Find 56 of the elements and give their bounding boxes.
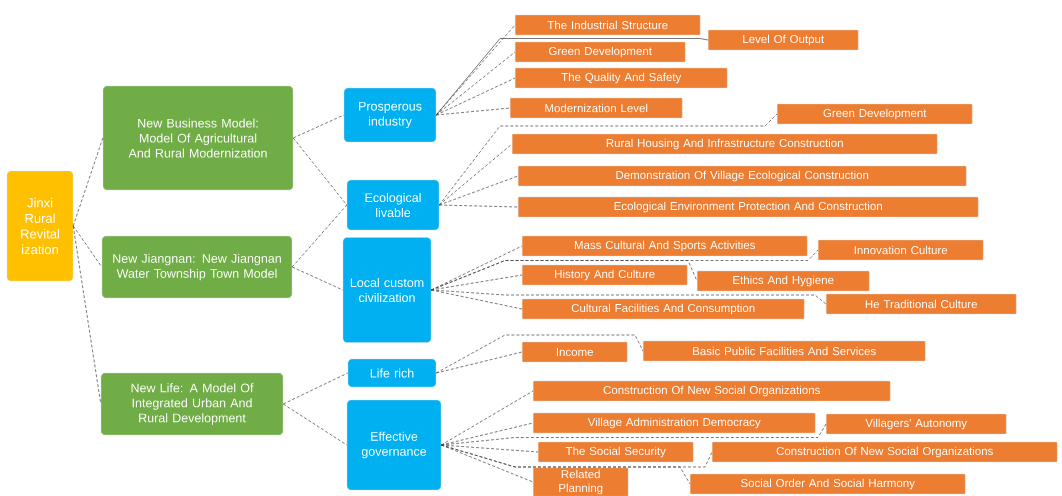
- goal-box: Effective governance: [346, 399, 442, 491]
- connector-line: [282, 403, 348, 446]
- indicator-box: Income: [522, 341, 628, 363]
- connector-line: [72, 225, 102, 405]
- indicator-box: Cultural Facilities And Consumption: [522, 298, 805, 320]
- goal-box: Local custom civilization: [342, 237, 432, 343]
- model-box: New Business Model: Model Of Agricultural And Rural Modernization: [102, 85, 294, 191]
- connector-line: [282, 372, 349, 405]
- indicator-box: The Industrial Structure: [515, 14, 701, 36]
- indicator-box: Ecological Environment Protection And Construction: [518, 196, 979, 218]
- indicator-box: Demonstration Of Village Ecological Construction: [518, 165, 967, 187]
- goal-box: Life rich: [347, 358, 437, 388]
- goal-box: Prosperous industry: [343, 87, 437, 143]
- connector-line: [440, 423, 827, 446]
- indicator-box: Mass Cultural And Sports Activities: [522, 235, 808, 257]
- connector-line: [435, 107, 511, 116]
- indicator-box: History And Culture: [522, 264, 688, 286]
- indicator-box: The Quality And Safety: [515, 67, 728, 89]
- connector-line: [440, 390, 534, 446]
- connector-line: [291, 204, 348, 268]
- connector-line: [438, 204, 519, 208]
- indicator-box: Villagers' Autonomy: [826, 413, 1007, 435]
- indicator-box: Construction Of New Social Organizations: [712, 441, 1058, 463]
- indicator-box: Innovation Culture: [818, 239, 984, 261]
- indicator-box: Modernization Level: [510, 97, 683, 119]
- connector-line: [440, 444, 534, 483]
- indicator-box: Ethics And Hygiene: [697, 270, 870, 292]
- connector-line: [435, 334, 644, 374]
- indicator-box: Construction Of New Social Organizations: [533, 380, 891, 402]
- connector-line: [430, 260, 698, 291]
- indicator-box: Basic Public Facilities And Services: [643, 340, 926, 362]
- indicator-box: Green Development: [515, 41, 686, 63]
- root-box: Jinxi Rural Revital ization: [6, 170, 74, 282]
- connector-line: [292, 114, 345, 139]
- connector-line: [435, 77, 516, 116]
- connector-line: [291, 266, 344, 291]
- indicator-box: Green Development: [777, 103, 973, 125]
- model-box: New Life: A Model Of Integrated Urban And Rural Development: [100, 372, 284, 436]
- goal-box: Ecological livable: [346, 179, 440, 231]
- connector-line: [72, 137, 104, 227]
- connector-line: [435, 351, 523, 374]
- indicator-box: Related Planning: [533, 467, 629, 496]
- connector-line: [438, 113, 778, 206]
- connector-line: [438, 175, 519, 206]
- model-box: New Jiangnan: New Jiangnan Water Township Town Model: [101, 235, 293, 299]
- connector-line: [292, 137, 348, 206]
- indicator-box: The Social Security: [538, 441, 694, 463]
- indicator-box: Level Of Output: [708, 29, 859, 51]
- connector-line: [435, 38, 709, 116]
- connector-line: [430, 289, 827, 305]
- indicator-box: He Traditional Culture: [826, 293, 1017, 315]
- indicator-box: Rural Housing And Infrastructure Construction: [512, 133, 938, 155]
- indicator-box: Village Administration Democracy: [533, 412, 816, 434]
- connector-line: [72, 225, 103, 268]
- indicator-box: Social Order And Social Harmony: [690, 473, 966, 495]
- connector-line: [440, 444, 691, 485]
